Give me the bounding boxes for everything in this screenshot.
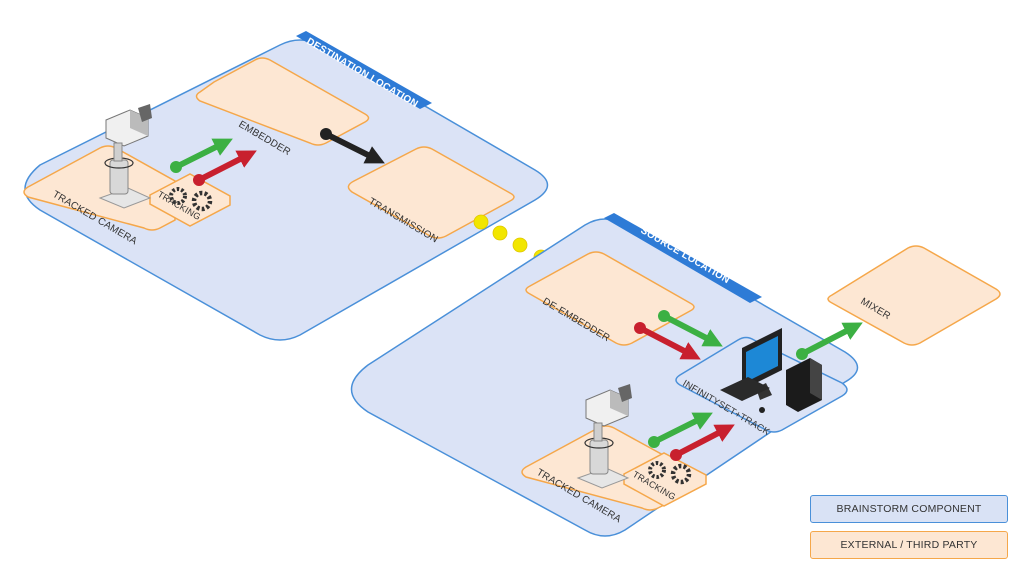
tracking-arrow-source-camera [670, 424, 735, 461]
legend-brainstorm-component: BRAINSTORM COMPONENT [810, 495, 1008, 523]
computer-icon [720, 328, 822, 413]
legend-external-label: EXTERNAL / THIRD PARTY [840, 539, 978, 551]
transmission-arrow [320, 128, 385, 164]
video-arrow-deembed [658, 310, 723, 347]
tracking-arrow-dest [193, 150, 257, 186]
source-gear-icon [648, 461, 692, 485]
source-tracked-camera-icon [576, 384, 632, 489]
output-arrow-mixer [796, 322, 863, 360]
gear-icon [169, 187, 213, 212]
video-arrow-dest [170, 138, 233, 173]
legend-external-third-party: EXTERNAL / THIRD PARTY [810, 531, 1008, 559]
transmission-box: TRANSMISSION [347, 146, 515, 245]
mixer-box: MIXER [827, 245, 1001, 346]
tracking-arrow-deembed [634, 322, 701, 360]
legend-brainstorm-label: BRAINSTORM COMPONENT [836, 503, 982, 515]
video-arrow-source-camera [648, 412, 713, 448]
tracked-camera-icon [98, 104, 152, 209]
